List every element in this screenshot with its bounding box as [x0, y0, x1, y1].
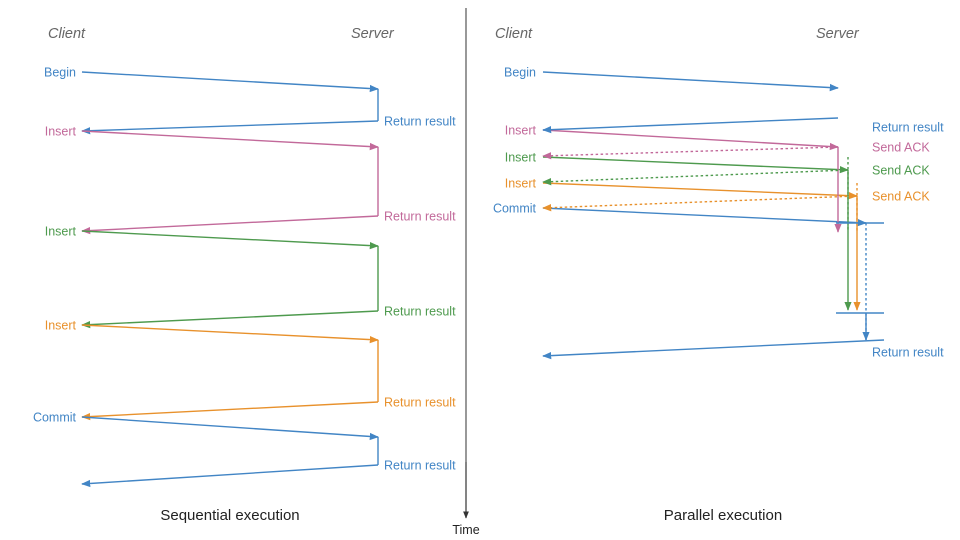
right-message-label-1: Insert [505, 124, 537, 138]
right-request-arrow-3 [542, 182, 858, 200]
left-reply-label-4: Return result [384, 459, 456, 473]
right-request-arrow-0 [542, 71, 839, 92]
left-reply-arrow-0 [81, 120, 379, 135]
right-server-lane-header: Server [816, 26, 860, 42]
left-reply-label-3: Return result [384, 396, 456, 410]
right-reply-arrow-2 [542, 169, 849, 186]
left-message-label-4: Commit [33, 411, 77, 425]
right-message-label-0: Begin [504, 66, 536, 80]
right-side-label-3: Send ACK [872, 190, 930, 204]
right-reply-arrow-4 [542, 339, 885, 360]
left-message-label-2: Insert [45, 225, 77, 239]
left-reply-arrow-1 [81, 215, 379, 235]
left-client-lane-header: Client [48, 26, 86, 42]
left-request-arrow-0 [81, 71, 379, 93]
right-reply-arrow-0 [542, 117, 839, 134]
right-side-label-2: Send ACK [872, 164, 930, 178]
left-panel-caption: Sequential execution [160, 507, 299, 524]
left-request-arrow-3 [81, 324, 379, 344]
left-request-arrow-2 [81, 230, 379, 250]
left-message-label-3: Insert [45, 319, 77, 333]
right-request-arrow-2 [542, 156, 849, 174]
right-client-lane-header: Client [495, 26, 533, 42]
time-axis-label: Time [452, 523, 479, 537]
left-message-label-0: Begin [44, 66, 76, 80]
left-server-lane-header: Server [351, 26, 395, 42]
right-side-label-1: Send ACK [872, 141, 930, 155]
left-reply-arrow-3 [81, 401, 379, 421]
left-request-arrow-1 [81, 130, 379, 151]
left-request-arrow-4 [81, 416, 379, 441]
right-message-label-2: Insert [505, 151, 537, 165]
right-message-label-4: Commit [493, 202, 537, 216]
right-side-label-0: Return result [872, 121, 944, 135]
right-side-label-4: Return result [872, 346, 944, 360]
right-request-arrow-4 [542, 207, 867, 227]
divider-group: Time [452, 8, 480, 537]
left-reply-label-2: Return result [384, 305, 456, 319]
right-message-label-3: Insert [505, 177, 537, 191]
left-reply-label-0: Return result [384, 115, 456, 129]
right-panel-caption: Parallel execution [664, 507, 782, 524]
left-message-label-1: Insert [45, 125, 77, 139]
left-reply-arrow-2 [81, 310, 379, 329]
right-reply-arrow-3 [542, 195, 858, 212]
right-reply-arrow-1 [542, 146, 839, 160]
left-reply-arrow-4 [81, 464, 379, 488]
right-request-arrow-1 [542, 129, 839, 151]
left-reply-label-1: Return result [384, 210, 456, 224]
